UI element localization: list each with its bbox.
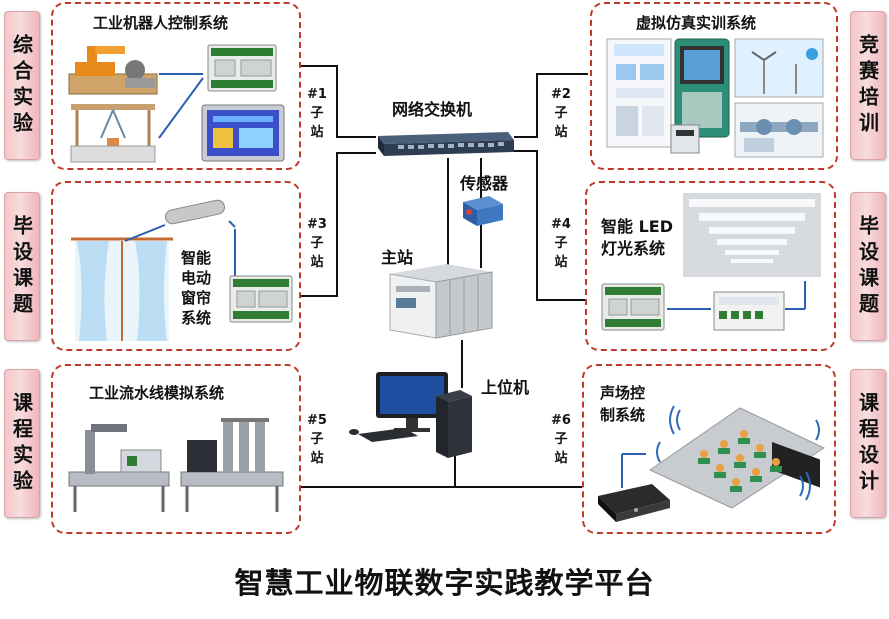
- assembly-system-title: 工业流水线模拟系统: [89, 384, 225, 402]
- led-link-lines: [667, 281, 806, 310]
- host-computer-image: [349, 372, 472, 458]
- link-led-to-switch: [514, 150, 538, 152]
- station-5-label: #5 子 站: [307, 413, 327, 466]
- link-virtual-v: [536, 73, 538, 137]
- link-curtain-to-switch: [336, 152, 376, 154]
- virtual-pipeline-screen: [734, 102, 824, 158]
- panel-smart-curtain: 智能 电动 窗帘 系统: [51, 181, 301, 351]
- panel-assembly-line: 工业流水线模拟系统: [51, 364, 301, 534]
- virtual-small-box: [670, 124, 700, 154]
- panel-smart-led: 智能 LED 灯光系统: [585, 181, 836, 351]
- curtain-label-1: 智能: [181, 249, 212, 267]
- platform-title: 智慧工业物联数字实践教学平台: [234, 566, 655, 600]
- classroom-image: [648, 405, 826, 509]
- bottom-bus-line: [298, 486, 588, 488]
- led-ceiling-image: [683, 193, 821, 277]
- side-tab-label: 竞赛培训: [855, 33, 880, 138]
- link-virtual-to-switch: [514, 136, 538, 138]
- robot-arm-image: [68, 46, 158, 95]
- side-tab-comprehensive-experiment: 综合实验: [4, 11, 40, 160]
- plc-module-curtain: [229, 275, 293, 323]
- master-plc-device: [389, 264, 493, 339]
- link-curtain-v: [336, 152, 338, 297]
- sound-system-title-2: 制系统: [600, 406, 646, 424]
- sound-amplifier-box: [598, 484, 670, 522]
- link-robot-to-switch: [336, 136, 376, 138]
- virtual-windmill-screen: [734, 38, 824, 98]
- side-tab-graduation-project-right: 毕设课题: [850, 192, 886, 341]
- curtain-label-4: 系统: [181, 309, 212, 327]
- curtain-label-3: 窗帘: [181, 289, 212, 307]
- delta-robot-image: [70, 104, 156, 163]
- sound-system-title-1: 声场控: [600, 384, 646, 402]
- side-tab-label: 课程实验: [9, 391, 34, 496]
- link-host-to-bus: [454, 455, 456, 487]
- side-tab-label: 毕设课题: [9, 214, 34, 319]
- station-6-label: #6 子 站: [551, 413, 571, 466]
- link-master-to-host: [461, 340, 463, 388]
- link-robot-v: [336, 65, 338, 137]
- plc-module-robot: [207, 44, 277, 92]
- side-tab-label: 综合实验: [9, 33, 34, 138]
- network-switch-device: [378, 132, 514, 156]
- robot-link-lines: [158, 73, 204, 139]
- station-1-label: #1 子 站: [307, 87, 327, 140]
- side-tab-graduation-project-left: 毕设课题: [4, 192, 40, 341]
- hmi-touchscreen: [201, 104, 285, 162]
- assembly-station-2-image: [180, 418, 284, 512]
- station-2-label: #2 子 站: [551, 87, 571, 140]
- link-virtual-h: [536, 73, 588, 75]
- led-system-title-2: 灯光系统: [601, 239, 666, 258]
- panel-virtual-simulation: 虚拟仿真实训系统: [590, 2, 838, 170]
- panel-robot-control: 工业机器人控制系统: [51, 2, 301, 170]
- link-curtain-h: [298, 295, 336, 297]
- curtain-link-lines: [124, 220, 236, 287]
- station-4-label: #4 子 站: [551, 217, 571, 270]
- link-led-h: [536, 299, 586, 301]
- virtual-hmi-panel: [674, 38, 730, 138]
- curtain-motor-image: [165, 199, 225, 225]
- plc-module-led: [601, 283, 665, 331]
- link-robot-h: [298, 65, 336, 67]
- master-station-label: 主站: [381, 248, 414, 267]
- robot-system-title: 工业机器人控制系统: [93, 14, 229, 32]
- station-3-label: #3 子 站: [307, 217, 327, 270]
- switch-label: 网络交换机: [392, 100, 473, 119]
- curtain-label-2: 电动: [181, 269, 212, 287]
- assembly-station-1-image: [68, 424, 170, 512]
- panel-sound-field: 声场控 制系统: [582, 364, 836, 534]
- led-system-title-1: 智能 LED: [601, 217, 673, 236]
- link-switch-to-sensor: [447, 158, 449, 268]
- side-tab-course-experiment: 课程实验: [4, 369, 40, 518]
- host-computer-label: 上位机: [481, 378, 530, 397]
- side-tab-label: 课程设计: [855, 391, 880, 496]
- sensor-label: 传感器: [460, 174, 509, 193]
- curtain-window-image: [71, 237, 173, 341]
- virtual-screenshot-topology: [606, 38, 672, 148]
- side-tab-label: 毕设课题: [855, 214, 880, 319]
- sensor-device: [463, 196, 503, 226]
- side-tab-competition-training: 竞赛培训: [850, 11, 886, 160]
- virtual-system-title: 虚拟仿真实训系统: [636, 14, 757, 32]
- led-controller-box: [713, 291, 785, 331]
- sound-link-line: [621, 453, 646, 488]
- link-led-v: [536, 150, 538, 300]
- side-tab-course-design: 课程设计: [850, 369, 886, 518]
